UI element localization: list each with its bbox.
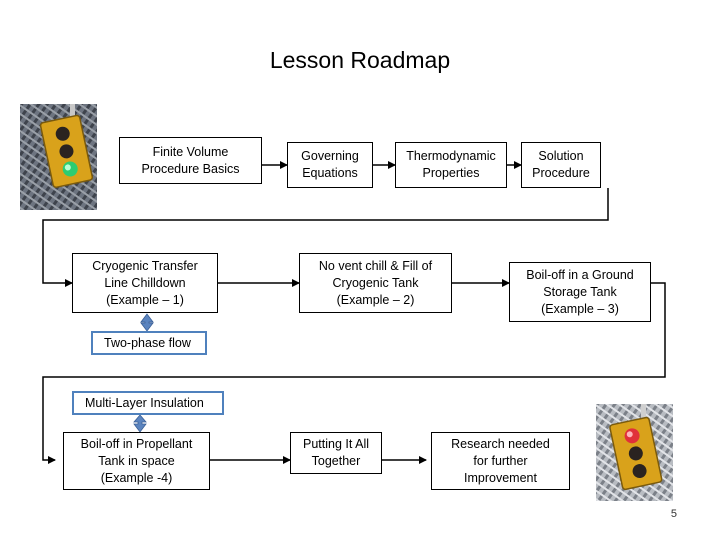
box-boiloff-ground-ex3[interactable]: Boil-off in a Ground Storage Tank (Examp… — [509, 262, 651, 322]
tag-two-phase-flow[interactable]: Two-phase flow — [91, 331, 207, 355]
traffic-light-green-image — [20, 104, 97, 210]
page-number: 5 — [670, 508, 677, 520]
slide-title: Lesson Roadmap — [269, 47, 451, 73]
box-solution-procedure[interactable]: Solution Procedure — [521, 142, 601, 188]
box-cryogenic-transfer-ex1[interactable]: Cryogenic Transfer Line Chilldown (Examp… — [72, 253, 218, 313]
box-thermodynamic-properties[interactable]: Thermodynamic Properties — [395, 142, 507, 188]
box-no-vent-chill-ex2[interactable]: No vent chill & Fill of Cryogenic Tank (… — [299, 253, 452, 313]
box-research-needed[interactable]: Research needed for further Improvement — [431, 432, 570, 490]
box-boiloff-propellant-ex4[interactable]: Boil-off in Propellant Tank in space (Ex… — [63, 432, 210, 490]
double-arrow-mli — [133, 414, 147, 433]
box-finite-volume-basics[interactable]: Finite Volume Procedure Basics — [119, 137, 262, 184]
tag-multi-layer-insulation[interactable]: Multi-Layer Insulation — [72, 391, 224, 415]
connector-ex3-to-row3 — [42, 282, 666, 464]
connector-solution-to-row2 — [42, 188, 609, 287]
box-governing-equations[interactable]: Governing Equations — [287, 142, 373, 188]
traffic-light-red-image — [596, 404, 673, 501]
double-arrow-two-phase — [140, 313, 154, 332]
box-putting-it-all-together[interactable]: Putting It All Together — [290, 432, 382, 474]
